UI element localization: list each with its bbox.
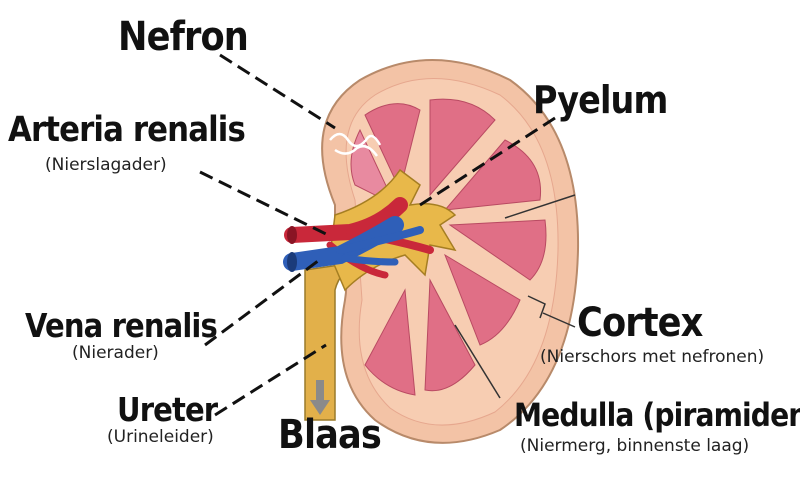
label-vena-sub: (Nierader) (72, 343, 159, 363)
label-blaas: Blaas (278, 412, 382, 458)
arrow-down-icon (310, 380, 330, 415)
label-arteria-sub: (Nierslagader) (45, 155, 167, 175)
leader-lines (199, 53, 556, 417)
label-nefron: Nefron (118, 14, 249, 60)
label-pyelum: Pyelum (533, 78, 668, 122)
label-cortex-sub: (Nierschors met nefronen) (540, 347, 765, 367)
nephron-tubule (329, 132, 382, 157)
medulla-pyramids (350, 98, 547, 396)
label-cortex: Cortex (577, 300, 703, 346)
label-arteria-renalis: Arteria renalis (8, 110, 246, 150)
label-ureter-sub: (Urineleider) (107, 427, 214, 447)
label-medulla: Medulla (piramiden) (514, 396, 800, 434)
label-medulla-sub: (Niermerg, binnenste laag) (520, 436, 750, 456)
label-ureter: Ureter (117, 390, 218, 429)
renal-vein (283, 216, 424, 271)
label-vena-renalis: Vena renalis (25, 306, 218, 345)
